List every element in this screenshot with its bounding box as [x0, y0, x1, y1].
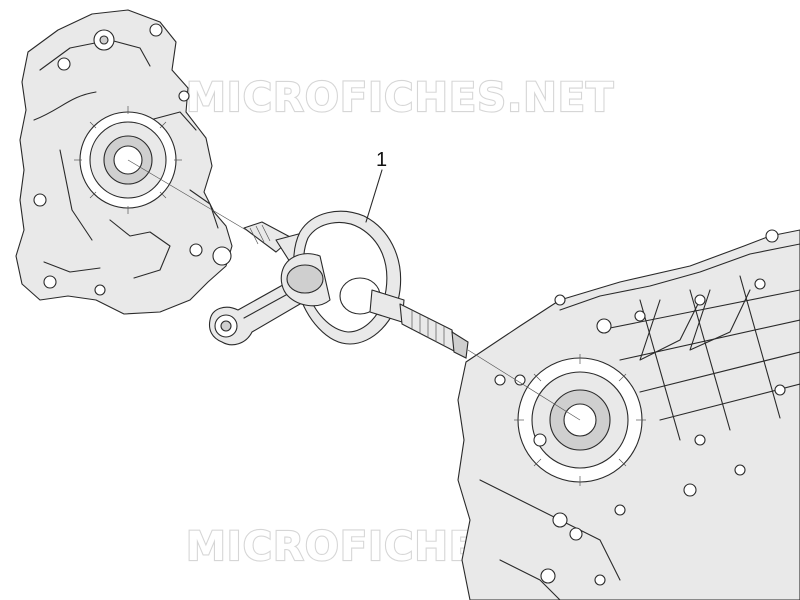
callout-leader-1 — [365, 169, 383, 223]
left-crankcase-half — [15, 9, 233, 315]
watermark-top: MICROFICHES.NET — [186, 75, 614, 121]
crankshaft-assembly — [208, 210, 469, 359]
assembly-axis-line — [127, 159, 247, 231]
assembly-axis-line-right — [467, 349, 581, 421]
right-crankcase-half — [457, 229, 800, 600]
callout-label-1: 1 — [376, 149, 387, 171]
